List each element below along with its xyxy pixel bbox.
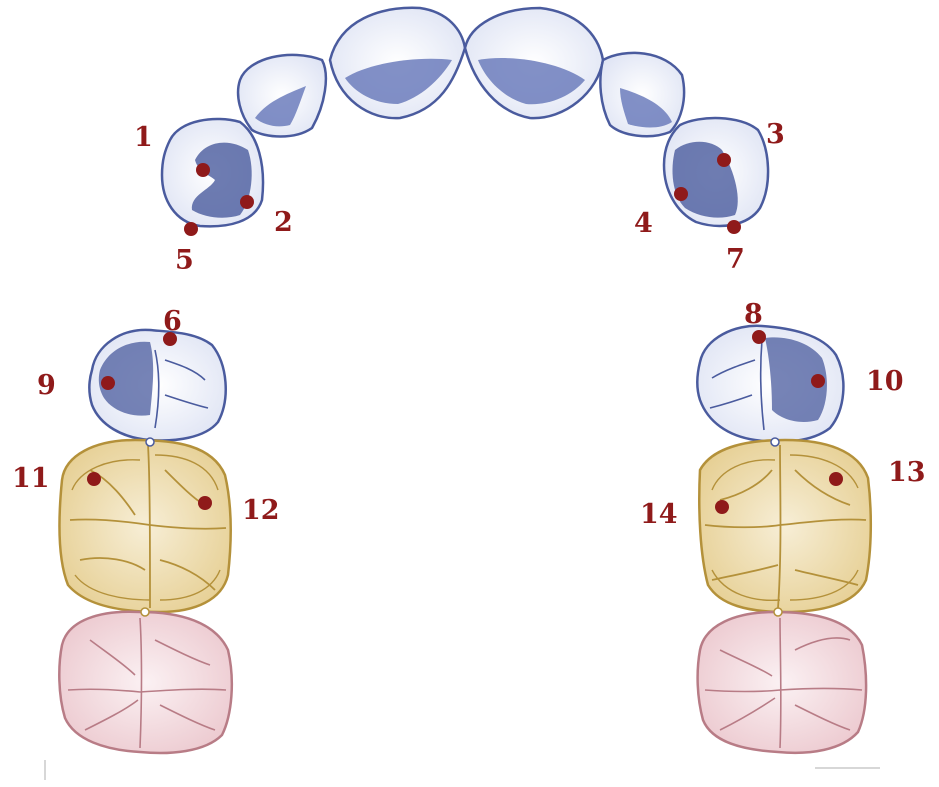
contact-point	[141, 608, 149, 616]
label-12: 12	[242, 495, 280, 526]
label-13: 13	[888, 457, 926, 488]
marker-dot	[196, 163, 210, 177]
left-first-molar	[60, 440, 231, 612]
label-4: 4	[634, 208, 653, 239]
marker-dot	[101, 376, 115, 390]
premolars	[89, 326, 843, 442]
second-molars	[59, 612, 866, 753]
label-14: 14	[640, 499, 678, 530]
marker-dot	[87, 472, 101, 486]
marker-dot	[717, 153, 731, 167]
contact-point	[146, 438, 154, 446]
marker-dot	[829, 472, 843, 486]
contact-point	[771, 438, 779, 446]
label-11: 11	[12, 463, 50, 494]
marker-dot	[752, 330, 766, 344]
label-6: 6	[163, 306, 182, 337]
label-10: 10	[866, 366, 904, 397]
left-second-molar	[59, 612, 232, 753]
first-molars	[60, 440, 871, 612]
incisors	[238, 8, 684, 137]
label-3: 3	[766, 119, 785, 150]
marker-dot	[727, 220, 741, 234]
marker-dot	[198, 496, 212, 510]
contact-point	[774, 608, 782, 616]
label-1: 1	[134, 122, 153, 153]
marker-dot	[674, 187, 688, 201]
marker-dot	[811, 374, 825, 388]
faint-marks	[45, 760, 880, 780]
canines	[162, 118, 768, 226]
label-5: 5	[175, 245, 194, 276]
label-2: 2	[274, 207, 293, 238]
label-7: 7	[726, 244, 745, 275]
marker-dot	[715, 500, 729, 514]
label-9: 9	[37, 370, 56, 401]
contact-points	[141, 438, 782, 616]
marker-dot	[184, 222, 198, 236]
marker-dot	[240, 195, 254, 209]
label-8: 8	[744, 299, 763, 330]
right-second-molar	[698, 612, 866, 753]
